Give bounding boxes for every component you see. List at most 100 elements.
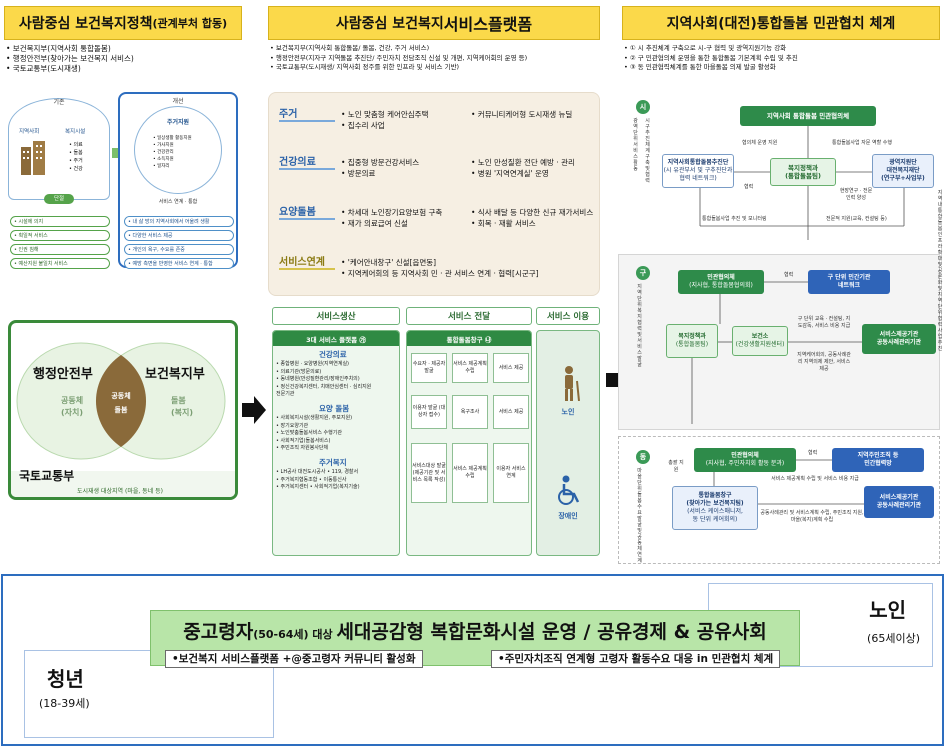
- service-category-card: 주거 • 노인 맞춤형 케어안심주택• 집수리 사업 • 커뮤니티케어형 도시재…: [268, 92, 600, 296]
- after-circle: 주거지원 • 일상생활 활동지원 • 가사지원 • 건강관리 • 소득지원 • …: [134, 106, 222, 194]
- dong-provider-box: 서비스제공기관 공동사례관리기관: [864, 486, 934, 518]
- service-row-health: 건강의료 • 집중형 방문건강서비스• 방문의료 • 노인 만성질환 전단 예방…: [279, 157, 575, 178]
- policy-before-after-diagram: 기존 지역사회 복지시설 • 의료 • 돌봄 • 주거 • 건강 단절 개선 주…: [8, 92, 238, 269]
- after-service-list: • 일상생활 활동지원 • 가사지원 • 건강관리 • 소득지원 • 일자리: [153, 136, 192, 169]
- health-heading: 건강의료: [319, 350, 347, 359]
- left-panel-title: 사람중심 보건복지 정책(관계부처 합동): [4, 6, 242, 40]
- wheelchair-icon: [558, 475, 580, 505]
- district-network-box: 구 단위 민간기관 네트워크: [808, 270, 890, 294]
- before-service-list: • 의료 • 돌봄 • 주거 • 건강: [69, 142, 83, 172]
- venn-shapes: [11, 342, 235, 497]
- service-row-link: 서비스연계 • '케어안내창구' 신설[읍면동]• 지역케어회의 등 지역사회 …: [279, 257, 539, 278]
- dong-note: 서비스 제공계획 수립 및 서비스 비용 지급: [771, 476, 859, 482]
- youth-age: (18-39세): [39, 697, 90, 710]
- dong-vertical-text: 마을단위 돌봄 수요발굴 및 공동체 연계: [637, 468, 642, 564]
- district-note: 구 단위 교육 · 컨설팅, 지도감독, 서비스 비용 지급: [797, 316, 851, 329]
- district-vertical-text: 지역단위 복지 협력 및 서비스 발굴: [637, 284, 642, 368]
- before-chip: • 시설에 의지: [10, 216, 110, 227]
- city-vertical-text: 광역단위 서비스 활동: [633, 118, 638, 172]
- district-provider-box: 서비스제공기관 공동사례관리기관: [862, 324, 936, 354]
- youth-label: 청년: [47, 667, 84, 691]
- venn-land-sub: 도시재생 대상지역 (마을, 동네 등): [77, 488, 163, 495]
- service-platform-box: 3대 서비스 플랫폼 ㉮ 건강의료 • 종합병원 · 요양병원(지역연계실) •…: [272, 330, 400, 556]
- after-column: 개선 주거지원 • 일상생활 활동지원 • 가사지원 • 건강관리 • 소득지원…: [118, 92, 238, 268]
- flow-step: 서비스 제공계획 수립: [452, 353, 488, 383]
- venn-intersection: [95, 355, 147, 447]
- senior-label: 노인: [869, 598, 906, 622]
- banner-title: 중고령자(50-64세) 대상 세대공감형 복합문화시설 운영 / 공유경제 &…: [183, 621, 767, 643]
- venn-land-label: 국토교통부: [19, 469, 75, 483]
- right-panel-title: 지역사회(대전) 통합돌봄 민관협치 체계: [622, 6, 940, 40]
- elderly-icon: [565, 366, 580, 401]
- before-chip: • 인권 침해: [10, 244, 110, 255]
- banner-pill-platform: •보건복지 서비스플랫폼 +@중고령자 커뮤니티 활성화: [165, 650, 423, 668]
- after-link: 서비스 연계 · 통합: [158, 199, 198, 205]
- right-bullets: • ① 시 추진체계 구축으로 시-구 협력 및 광역지원기능 강화 • ② 구…: [624, 44, 798, 71]
- tab-service-delivery: 서비스 전달: [406, 307, 532, 325]
- venn-welfare-sub1: 돌봄: [171, 396, 186, 405]
- after-chip: • 예방 측면을 반영한 서비스 연계 · 통합: [124, 258, 234, 269]
- before-label: 기존: [53, 99, 65, 106]
- dong-local-box: 지역주민조직 등 민간협력망: [832, 448, 924, 472]
- after-label: 개선: [172, 98, 184, 105]
- district-council-box: 민관협의체 (지사협, 통합돌봄협의회): [678, 270, 764, 294]
- district-health-box: 보건소 (건강생활지원센터): [732, 326, 788, 356]
- flow-step: 이용자 서비스 연계: [493, 443, 529, 503]
- mid-bullets: • 보건복지부(지역사회 통합돌봄/ 돌봄, 건강, 주거 서비스) • 행정안…: [270, 44, 528, 71]
- before-column: 기존 지역사회 복지시설 • 의료 • 돌봄 • 주거 • 건강: [8, 98, 110, 200]
- tab-service-production: 서비스생산: [272, 307, 400, 325]
- user-disabled-label: 장애인: [558, 512, 578, 520]
- flow-step: 수요자 · 제공자 발굴: [411, 353, 447, 383]
- disconnect-label: 단절: [44, 194, 74, 204]
- venn-interior-label: 행정안전부: [33, 367, 93, 382]
- city-connectors: [699, 126, 905, 240]
- section-district-badge: 구: [636, 266, 650, 280]
- middle-aged-banner: 중고령자(50-64세) 대상 세대공감형 복합문화시설 운영 / 공유경제 &…: [150, 610, 800, 668]
- city-coop-label: 협력: [744, 184, 754, 190]
- city-note: 협의체 운영 지원: [742, 140, 778, 146]
- right-arrow-icon: [242, 396, 266, 424]
- dong-window-box: 통합돌봄창구 (찾아가는 보건복지팀) (서비스 케이스매니저, 동 단위 케어…: [672, 486, 758, 530]
- housing-heading: 주거복지: [319, 458, 347, 467]
- before-chip: • 획일적 서비스: [10, 230, 110, 241]
- before-chip: • 예산지원 불일치 서비스: [10, 258, 110, 269]
- before-col1: 지역사회: [19, 129, 40, 135]
- user-elderly-label: 노인: [561, 408, 575, 416]
- unified-window-box: 통합돌봄창구 ㉯ 수요자 · 제공자 발굴 서비스 제공계획 수립 서비스 제공…: [406, 330, 532, 556]
- district-welfare-box: 복지정책과 (통합돌봄팀): [666, 324, 718, 358]
- section-dong-badge: 동: [636, 450, 650, 464]
- health-items: • 종합병원 · 요양병원(지역연계실) • 의료기관(방문의료) • 동네병원…: [276, 361, 372, 397]
- city-vertical-text-2: 시 구 추진체계 구축 및 협력: [645, 118, 650, 184]
- dong-coop-label: 협력: [808, 450, 818, 456]
- venn-urban-band: [11, 471, 235, 497]
- city-note: 전문적 지원(교육, 컨설팅 등): [826, 216, 887, 222]
- after-chip: • 내 삶 방의 지역사회에서 어울려 생활: [124, 216, 234, 227]
- dong-council-box: 민관협의체 (지사협, 주민자치회 활동 분과): [694, 448, 796, 472]
- city-note: 통합돌봄사업 자문 역할 수행: [832, 140, 892, 146]
- flow-step: 이용자 발굴 (대상자 접수): [411, 395, 447, 429]
- dong-support-label: 총괄 지원: [668, 460, 684, 473]
- district-note: 지역케어회의, 공동사례관리 지역의제 제안, 서비스 제공: [797, 352, 851, 372]
- service-row-care: 요양돌봄 • 차세대 노인장기요양보험 구축• 재가 의료급여 신설 • 식사 …: [279, 207, 594, 228]
- district-connectors: [691, 281, 862, 424]
- city-welfare-box: 복지정책과 (통합돌봄팀): [770, 158, 836, 186]
- flow-step: 서비스 제공계획 수립: [452, 443, 488, 503]
- venn-interior-sub2: (자치): [61, 408, 84, 417]
- dong-note: 공동사례관리 및 서비스계획 수립, 주민조직 지원, 마을(복지)계획 수립: [760, 510, 864, 523]
- venn-welfare-label: 보건복지부: [145, 367, 205, 382]
- care-items: • 사회복지시설(생활지원, 주보지원) • 장기요양기관 • 노인맞춤돌봄서비…: [276, 415, 353, 451]
- far-right-vertical-text: 지역내 통합돌봄 인프라 확대 및 공론화 및 지역 단위 협력사업 추진: [937, 190, 943, 352]
- city-support-box: 광역지원단 대전복지재단 (연구부+사업부): [872, 154, 934, 188]
- venn-center-line2: 돌봄: [114, 406, 128, 414]
- venn-interior-sub1: 공동체: [61, 396, 84, 405]
- care-heading: 요양 돌봄: [319, 404, 350, 413]
- housing-items: • LH공사 대전도시공사 • 119, 경찰서 • 주거복지협동조합 • 이동…: [276, 469, 360, 490]
- senior-age: (65세이상): [867, 632, 920, 645]
- service-row-housing: 주거 • 노인 맞춤형 케어안심주택• 집수리 사업 • 커뮤니티케어형 도시재…: [279, 109, 573, 130]
- tab-service-use: 서비스 이용: [536, 307, 600, 325]
- dong-connectors: [713, 459, 864, 505]
- left-bullets: • 보건복지부(지역사회 통합돌봄) • 행정안전부(찾아가는 보건복지 서비스…: [6, 44, 134, 73]
- venn-center-line1: 공동체: [111, 392, 131, 400]
- flow-step: 서비스대상 발굴 (제공기관 및 서비스 목록 작성): [411, 443, 447, 503]
- city-task-force-box: 지역사회통합돌봄추진단 (시 유관부서 및 구추진단과 협력 네트워크): [662, 154, 734, 188]
